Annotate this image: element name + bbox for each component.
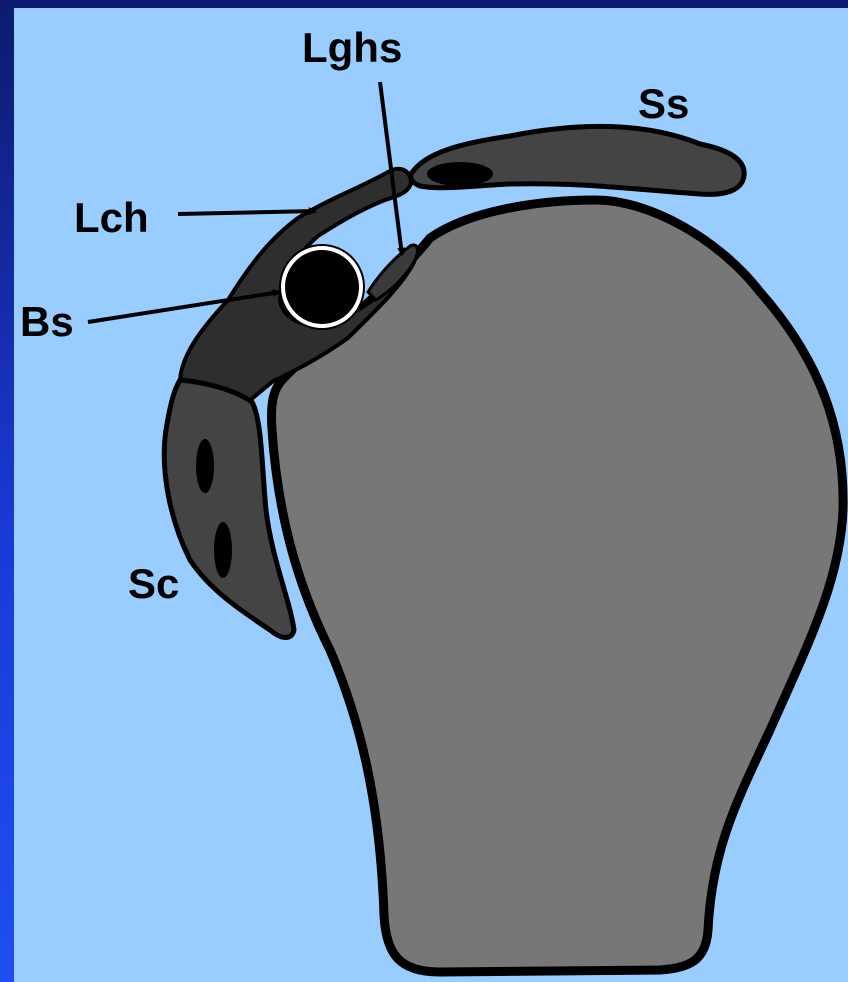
subscapularis-fiber-lower xyxy=(214,522,232,578)
label-bs: Bs xyxy=(20,298,74,345)
biceps-tendon-core xyxy=(285,250,359,324)
label-ss: Ss xyxy=(638,80,689,127)
label-lghs: Lghs xyxy=(302,24,402,71)
label-lch: Lch xyxy=(74,194,149,241)
supraspinatus-fiber xyxy=(427,162,493,186)
arrow-lch xyxy=(178,211,316,214)
subscapularis-fiber-upper xyxy=(196,439,214,493)
label-sc: Sc xyxy=(128,560,179,607)
